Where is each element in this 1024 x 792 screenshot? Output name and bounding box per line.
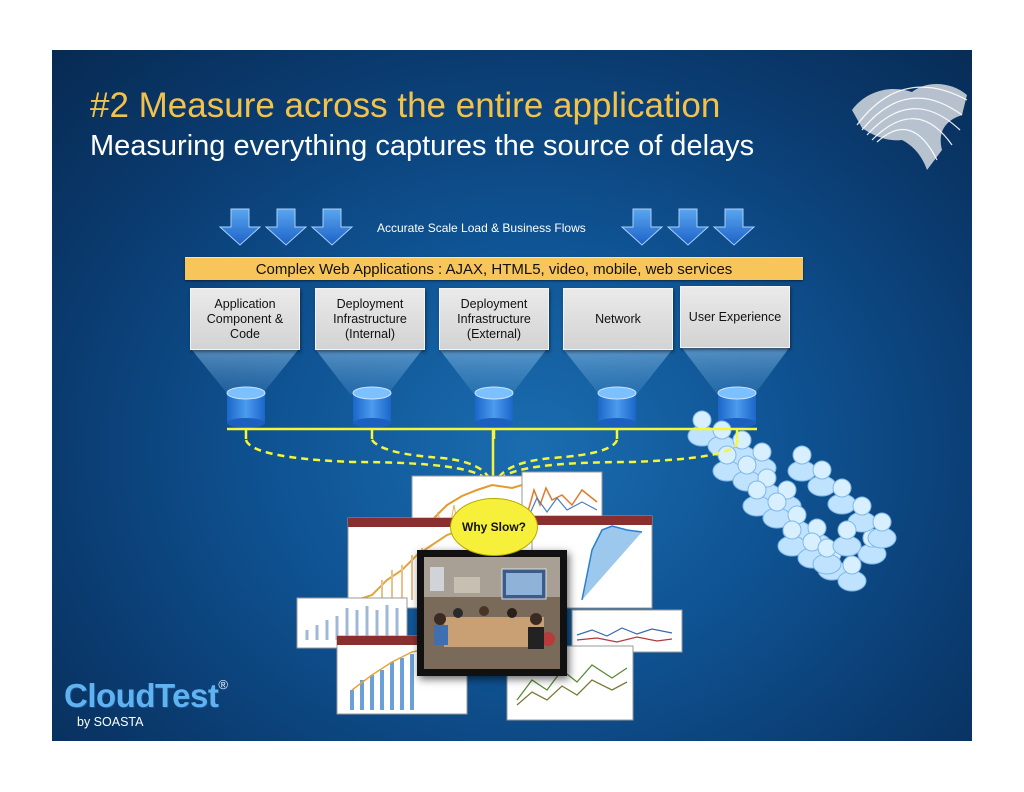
slide-title: #2 Measure across the entire application <box>90 86 721 125</box>
layer-box-internal: Deployment Infrastructure (Internal) <box>315 288 425 350</box>
application-banner: Complex Web Applications : AJAX, HTML5, … <box>185 257 803 280</box>
cloudtest-logo: CloudTest® <box>64 677 228 715</box>
logo-text: CloudTest <box>64 677 219 714</box>
meeting-room-photo <box>424 557 560 669</box>
layer-box-external: Deployment Infrastructure (External) <box>439 288 549 350</box>
chart-thumbnail <box>571 609 683 653</box>
layer-box-network: Network <box>563 288 673 350</box>
why-slow-callout: Why Slow? <box>450 498 538 556</box>
layer-box-application: Application Component & Code <box>190 288 300 350</box>
slide: #2 Measure across the entire application… <box>52 50 972 741</box>
world-map-icon <box>852 84 968 170</box>
team-photo <box>417 550 567 676</box>
slide-subtitle: Measuring everything captures the source… <box>90 130 755 162</box>
connector-lines <box>227 427 757 481</box>
measurement-diagram <box>192 348 897 592</box>
flow-label: Accurate Scale Load & Business Flows <box>377 221 586 235</box>
layer-box-user-experience: User Experience <box>680 286 790 348</box>
registered-mark: ® <box>218 677 228 692</box>
logo-byline: by SOASTA <box>77 715 144 729</box>
